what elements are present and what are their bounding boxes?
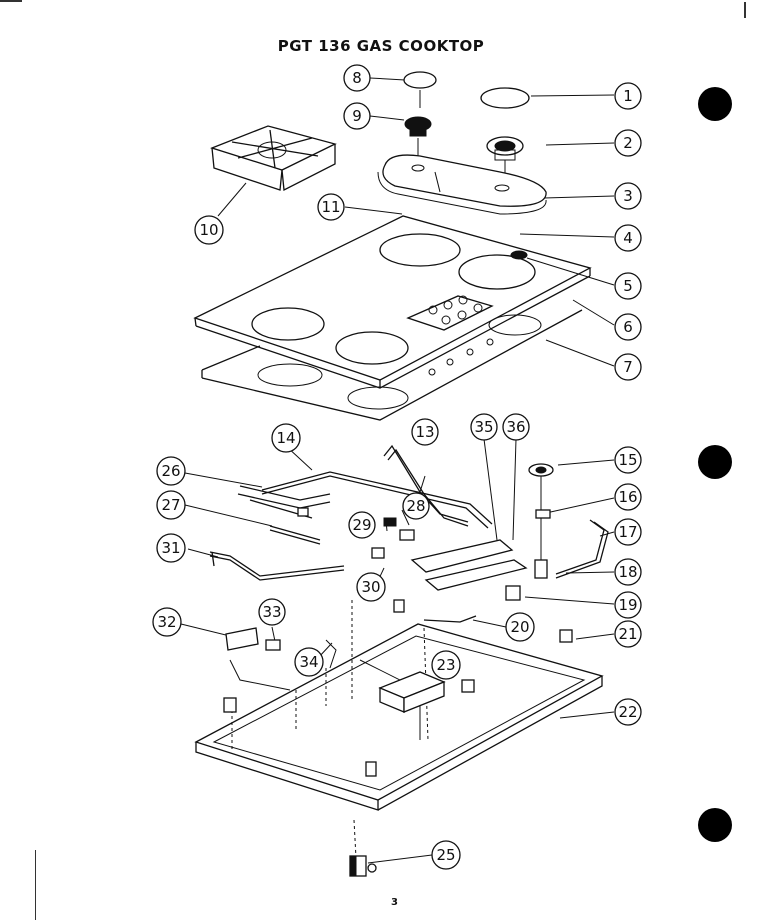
page-number: 3 (391, 897, 398, 908)
callout-1: 1 (614, 82, 642, 110)
callout-10: 10 (194, 215, 224, 245)
callout-30: 30 (356, 572, 386, 602)
svg-text:1: 1 (623, 87, 633, 105)
callout-19: 19 (614, 591, 642, 619)
svg-text:10: 10 (199, 221, 218, 239)
svg-text:20: 20 (510, 618, 529, 636)
svg-text:27: 27 (161, 496, 180, 514)
svg-text:32: 32 (157, 613, 176, 631)
callout-32: 32 (152, 607, 182, 637)
svg-text:4: 4 (623, 229, 633, 247)
callout-35: 35 (470, 413, 498, 441)
callout-7: 7 (614, 353, 642, 381)
svg-text:7: 7 (623, 358, 633, 376)
svg-text:15: 15 (618, 451, 637, 469)
callout-11: 11 (317, 193, 345, 221)
binder-hole-bottom (698, 808, 732, 842)
callout-36: 36 (502, 413, 530, 441)
part-4-glass-top (193, 215, 592, 389)
svg-text:23: 23 (436, 656, 455, 674)
svg-text:33: 33 (262, 603, 281, 621)
svg-text:30: 30 (361, 578, 380, 596)
svg-text:14: 14 (276, 429, 295, 447)
part-8-burner-cap (403, 71, 437, 108)
svg-text:5: 5 (623, 277, 633, 295)
svg-text:6: 6 (623, 318, 633, 336)
svg-text:34: 34 (299, 653, 318, 671)
svg-text:29: 29 (352, 516, 371, 534)
callout-20: 20 (505, 612, 535, 642)
svg-text:16: 16 (618, 488, 637, 506)
callout-26: 26 (156, 456, 186, 486)
edge-mark (35, 850, 36, 920)
svg-text:11: 11 (321, 198, 340, 216)
callout-13: 13 (411, 418, 439, 446)
svg-text:21: 21 (618, 625, 637, 643)
gas-tubing-assembly (209, 444, 609, 623)
callout-6: 6 (614, 313, 642, 341)
part-25-fitting (349, 855, 377, 877)
svg-text:8: 8 (352, 69, 362, 87)
part-7-lower-panel (201, 309, 583, 421)
edge-mark (744, 2, 746, 18)
callout-16: 16 (614, 483, 642, 511)
callout-25: 25 (431, 840, 461, 870)
svg-text:17: 17 (618, 523, 637, 541)
page-title: PGT 136 GAS COOKTOP (277, 37, 485, 55)
callout-3: 3 (614, 182, 642, 210)
svg-text:28: 28 (406, 497, 425, 515)
callout-23: 23 (431, 650, 461, 680)
callout-5: 5 (614, 272, 642, 300)
part-1-burner-cap (480, 87, 530, 109)
svg-text:26: 26 (161, 462, 180, 480)
callout-2: 2 (614, 129, 642, 157)
callout-18: 18 (614, 558, 642, 586)
callout-21: 21 (614, 620, 642, 648)
binder-hole-middle (698, 445, 732, 479)
svg-text:3: 3 (623, 187, 633, 205)
part-9-burner-head (404, 116, 432, 158)
part-23-spark-module (378, 671, 446, 713)
callout-15: 15 (614, 446, 642, 474)
callout-33: 33 (258, 598, 286, 626)
callout-27: 27 (156, 490, 186, 520)
part-3-burner-base (377, 154, 547, 215)
svg-text:36: 36 (506, 418, 525, 436)
part-2-burner-head (486, 136, 524, 180)
callout-22: 22 (614, 698, 642, 726)
callout-4: 4 (614, 224, 642, 252)
svg-text:2: 2 (623, 134, 633, 152)
callout-17: 17 (614, 518, 642, 546)
callout-29: 29 (348, 511, 376, 539)
corner-mark (0, 0, 22, 2)
part-10-grate (210, 125, 337, 192)
callout-14: 14 (271, 423, 301, 453)
svg-text:31: 31 (161, 539, 180, 557)
callout-28: 28 (402, 492, 430, 520)
svg-text:22: 22 (618, 703, 637, 721)
svg-text:25: 25 (436, 846, 455, 864)
callout-31: 31 (156, 533, 186, 563)
svg-text:19: 19 (618, 596, 637, 614)
binder-hole-top (698, 87, 732, 121)
svg-text:9: 9 (352, 107, 362, 125)
callout-8: 8 (343, 64, 371, 92)
svg-text:13: 13 (415, 423, 434, 441)
mounting-brackets (223, 627, 573, 777)
svg-text:35: 35 (474, 418, 493, 436)
callout-34: 34 (294, 647, 324, 677)
callout-9: 9 (343, 102, 371, 130)
leader-lines (180, 77, 615, 864)
svg-text:18: 18 (618, 563, 637, 581)
